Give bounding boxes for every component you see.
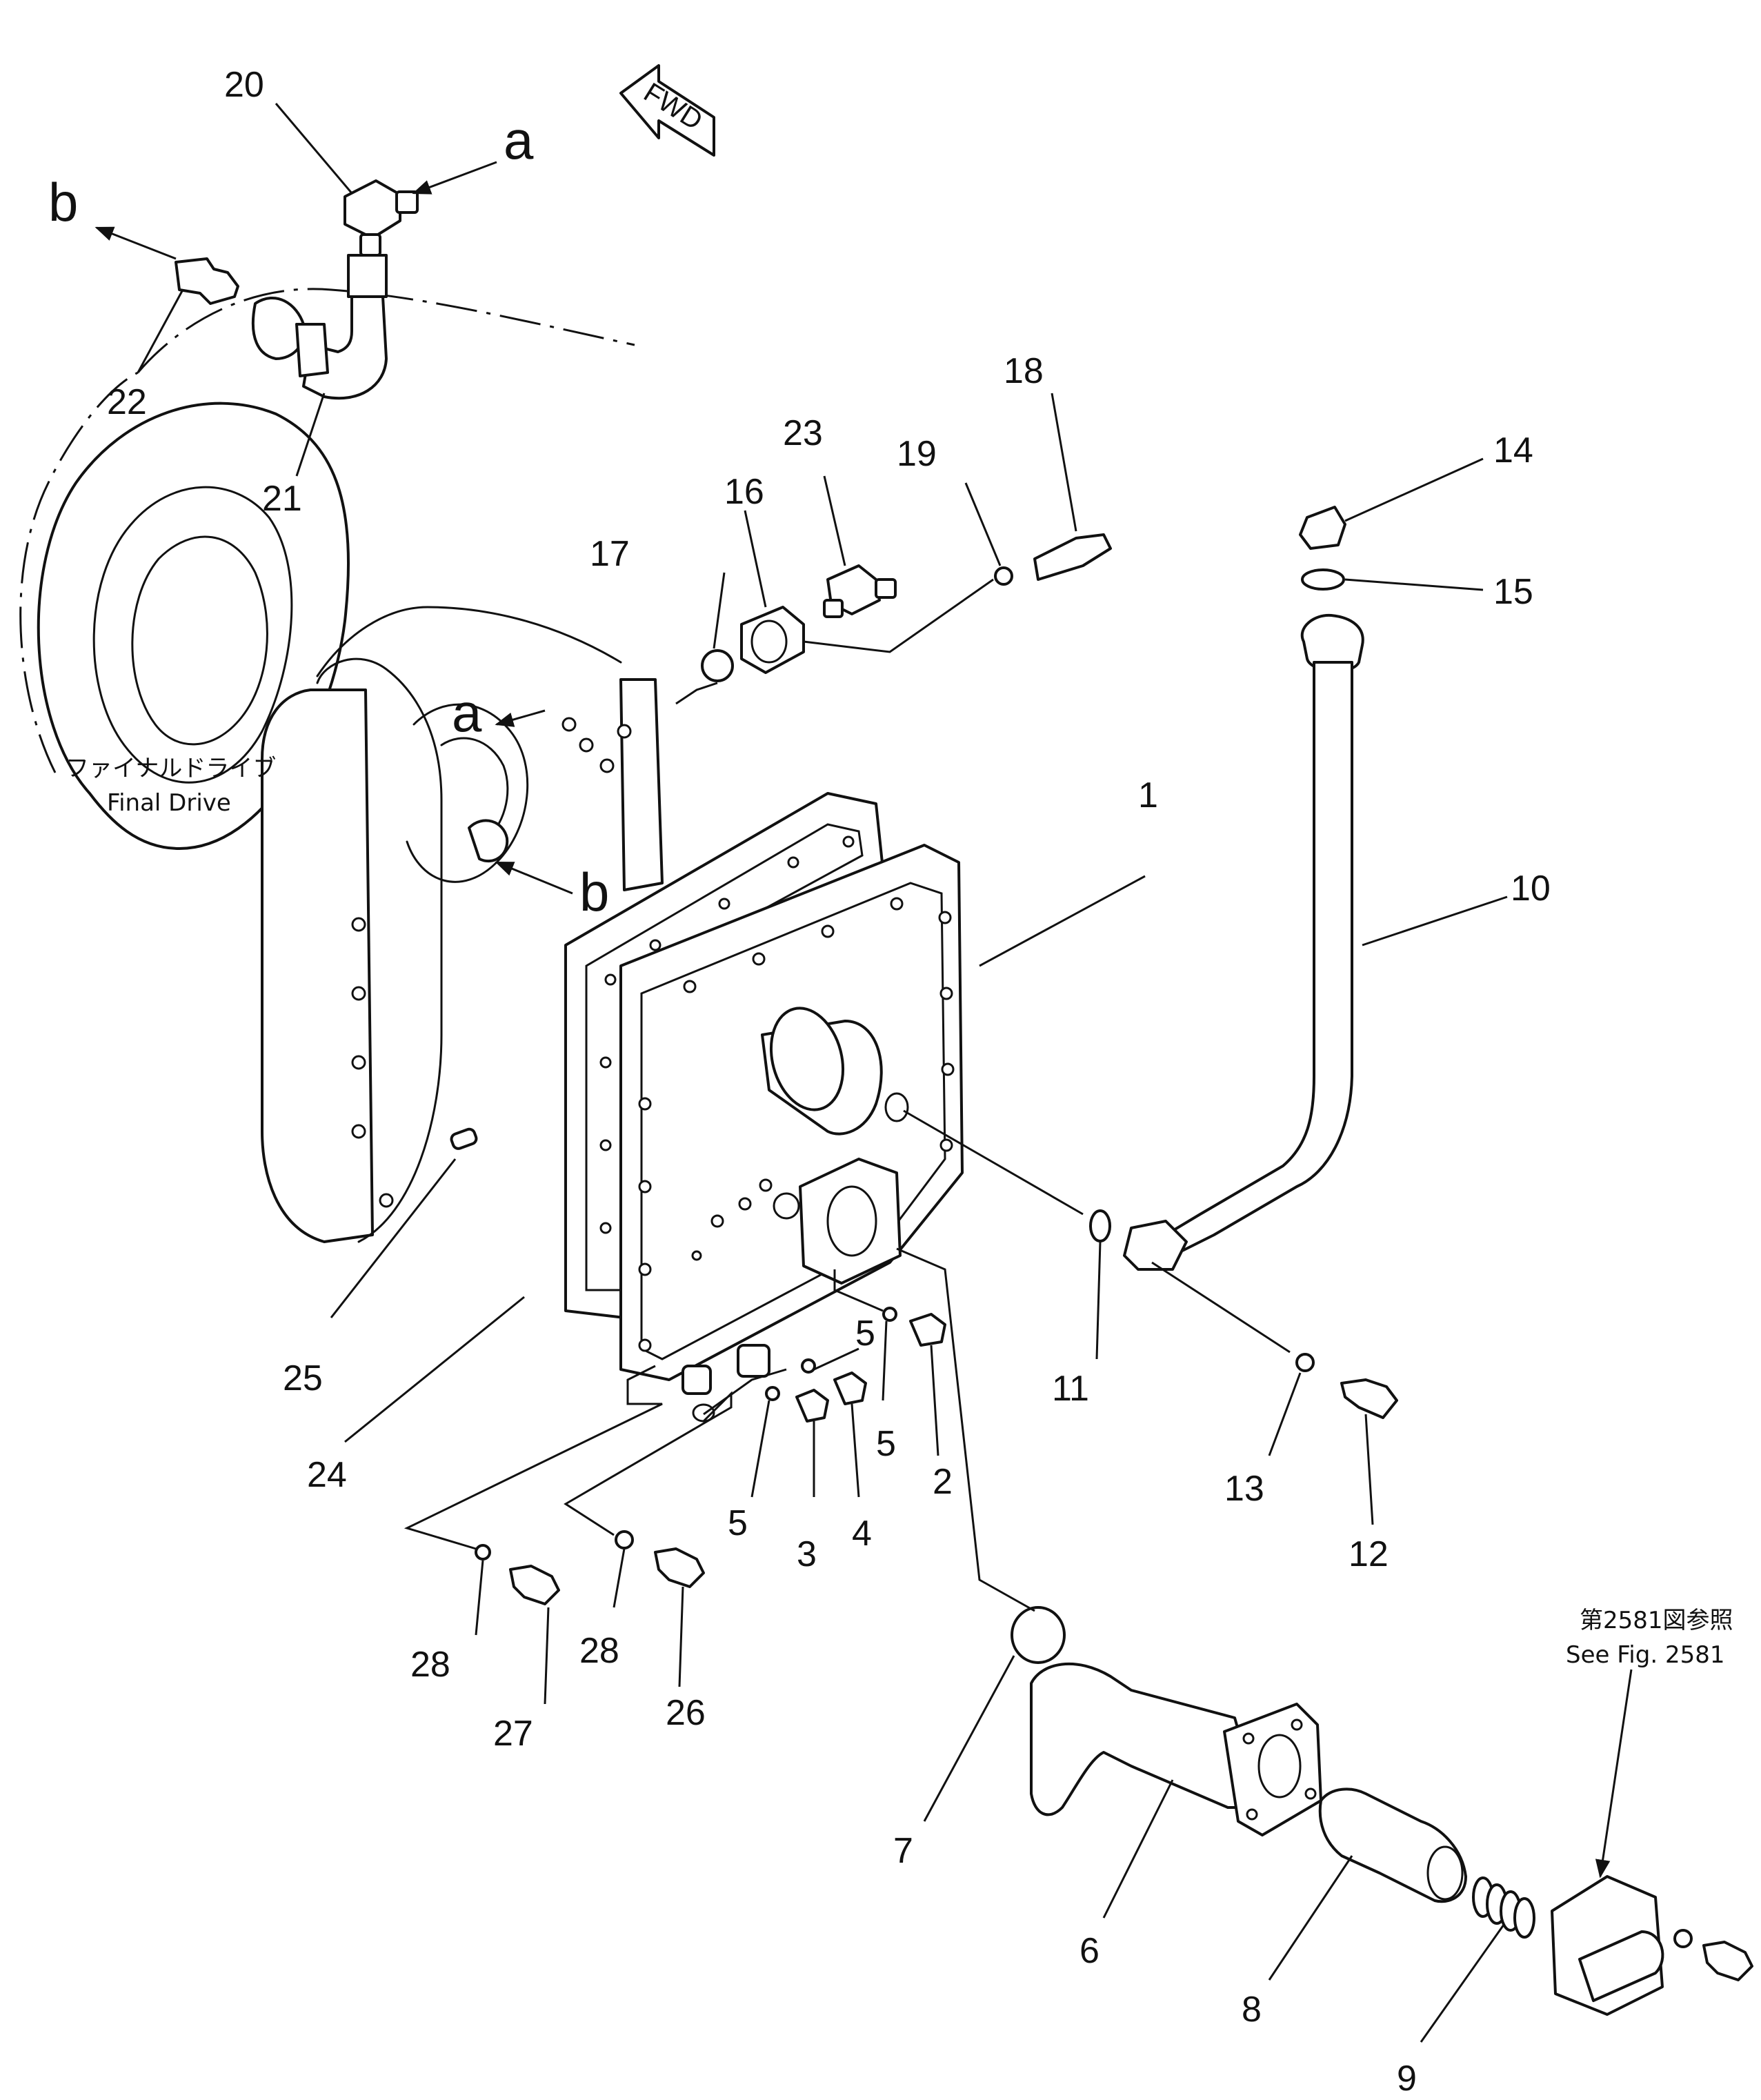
callout-numbers: 1 2 3 4 5 5 5 6 7 8 9 10 11 12 13 14 15 … — [107, 65, 1551, 2099]
callout-25: 25 — [283, 1358, 323, 1398]
plug-2 — [909, 1313, 946, 1347]
callout-7: 7 — [893, 1831, 913, 1871]
strainer-pipe-6 — [1030, 1662, 1322, 1836]
callout-24: 24 — [307, 1455, 347, 1495]
final-drive-en-note: Final Drive — [107, 789, 231, 817]
o-ring-17 — [701, 649, 734, 682]
callout-14: 14 — [1493, 430, 1533, 470]
callout-3: 3 — [797, 1534, 817, 1574]
washer-28a — [475, 1544, 491, 1561]
pipe-10 — [1123, 613, 1364, 1271]
o-ring-11 — [1089, 1209, 1111, 1242]
letter-b-housing: b — [579, 862, 609, 922]
callout-12: 12 — [1349, 1534, 1389, 1574]
callout-5a: 5 — [855, 1314, 875, 1354]
callout-16: 16 — [724, 472, 764, 512]
washer-28b — [615, 1530, 634, 1549]
final-drive-jp-note: ファイナルドライブ — [66, 755, 276, 782]
callout-20: 20 — [224, 65, 264, 105]
callout-21: 21 — [262, 479, 302, 519]
connection-arrows — [94, 161, 573, 895]
callout-5c: 5 — [728, 1503, 748, 1543]
bolt-12 — [1340, 1378, 1398, 1419]
spring-9 — [1472, 1876, 1535, 1939]
reference-jp-note: 第2581図参照 — [1580, 1607, 1733, 1634]
connector-16 — [740, 606, 805, 674]
strainer-cover — [1551, 1875, 1753, 2016]
callout-26: 26 — [666, 1693, 706, 1733]
connection-letters: a b a b — [48, 110, 609, 922]
o-ring-5c — [765, 1386, 780, 1401]
letter-b-top: b — [48, 172, 78, 232]
callout-27: 27 — [493, 1714, 533, 1754]
connector-22 — [175, 257, 239, 305]
o-ring-5b — [801, 1358, 816, 1374]
callout-11: 11 — [1052, 1369, 1089, 1409]
letter-a-housing: a — [452, 682, 482, 743]
callout-4: 4 — [852, 1514, 872, 1554]
callout-5b: 5 — [876, 1424, 896, 1464]
final-drive-housing — [19, 288, 664, 1243]
callout-28b: 28 — [579, 1631, 619, 1671]
callout-8: 8 — [1242, 1990, 1262, 2030]
callout-6: 6 — [1080, 1931, 1100, 1971]
callout-13: 13 — [1224, 1469, 1264, 1509]
cover-plate-1 — [619, 844, 964, 1423]
bolt-27 — [509, 1565, 560, 1605]
tee-fitting-23 — [823, 564, 897, 618]
o-ring-7 — [1011, 1606, 1066, 1664]
washer-19 — [994, 566, 1013, 586]
strainer-element-8 — [1318, 1787, 1467, 1903]
notes: ファイナルドライブ Final Drive 第2581図参照 See Fig. … — [66, 755, 1733, 1669]
dowel-pin-25 — [450, 1127, 478, 1150]
plug-3 — [795, 1389, 829, 1423]
o-ring-5a — [882, 1307, 897, 1322]
callout-2: 2 — [933, 1462, 953, 1502]
hose-21 — [251, 254, 388, 400]
leader-lines — [137, 103, 1633, 2043]
reference-en-note: See Fig. 2581 — [1566, 1641, 1724, 1669]
letter-a-top: a — [504, 110, 534, 170]
washer-13 — [1295, 1353, 1315, 1372]
plug-14 — [1299, 506, 1346, 550]
callout-22: 22 — [107, 382, 147, 422]
fwd-direction-icon: FWD — [619, 64, 715, 157]
callout-18: 18 — [1004, 351, 1044, 391]
washer-15 — [1301, 568, 1345, 591]
bolt-26 — [654, 1547, 705, 1588]
callout-9: 9 — [1397, 2059, 1417, 2099]
callout-15: 15 — [1493, 572, 1533, 612]
callout-1: 1 — [1138, 775, 1158, 815]
callout-17: 17 — [590, 534, 630, 574]
callout-28a: 28 — [410, 1645, 450, 1685]
elbow-fitting-20 — [344, 179, 419, 257]
plug-4 — [833, 1371, 867, 1405]
callout-19: 19 — [897, 434, 937, 474]
bolt-18 — [1033, 533, 1112, 581]
callout-23: 23 — [783, 413, 823, 453]
callout-10: 10 — [1511, 869, 1551, 909]
